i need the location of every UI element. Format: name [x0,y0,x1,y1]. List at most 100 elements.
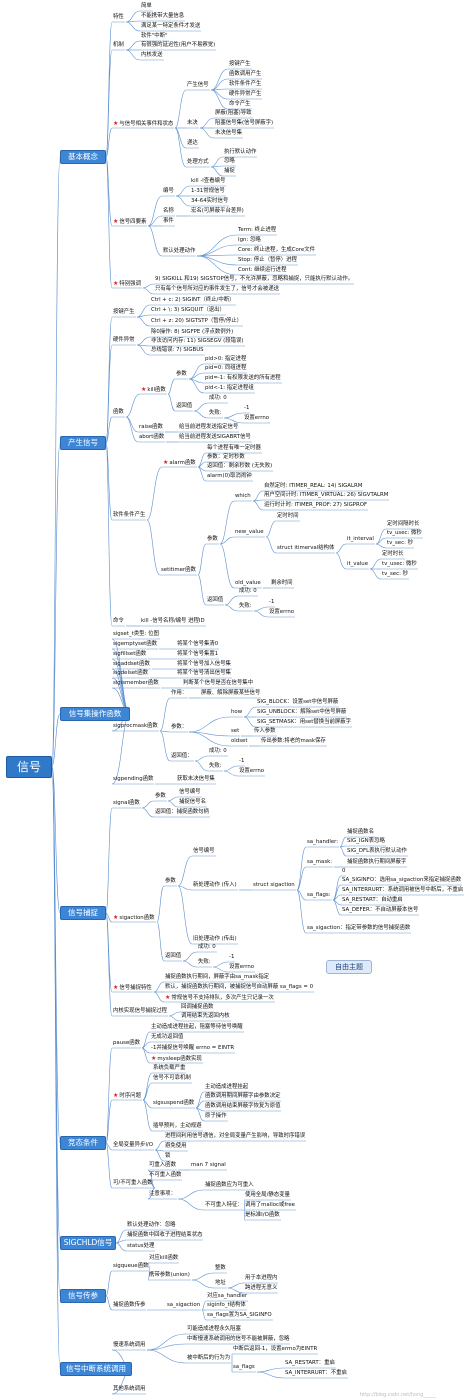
mindmap-node[interactable]: 传出参数:将老的mask保存 [260,738,327,745]
mindmap-node[interactable]: 成功: 0 [208,395,228,402]
mindmap-node[interactable]: 跨进程无意义 [244,1285,278,1292]
mindmap-node[interactable]: 参数 [164,878,177,885]
mindmap-node[interactable]: 参数 [206,536,219,543]
mindmap-node[interactable]: Cont: 继续运行进程 [237,267,287,274]
mindmap-node[interactable]: SA_DEFER：不自动屏蔽本信号 [341,907,419,914]
mindmap-node[interactable]: it_interval [346,536,375,543]
mindmap-node[interactable]: sa_sigaction [166,1302,201,1309]
mindmap-node[interactable]: 自然定时: ITIMER_REAL: 14) SIGALRM [263,483,363,490]
mindmap-node[interactable]: 原子操作 [204,1113,228,1120]
mindmap-node[interactable]: 捕捉函数应为可重入 [204,1182,255,1189]
mindmap-node[interactable]: SIG_DFL表执行默认动作 [346,848,408,855]
mindmap-node[interactable]: Term: 终止进程 [237,227,277,234]
mindmap-node[interactable]: struct itimerval结构体 [276,545,335,552]
mindmap-node[interactable]: 参数 [175,371,188,378]
mindmap-node[interactable]: siginfo_t结构体 [206,1302,247,1309]
mindmap-node[interactable]: 可/不可重入函数 [112,1180,154,1187]
mindmap-node[interactable]: -1并捕捉信号唤醒 errno = EINTR [150,1045,235,1052]
mindmap-node[interactable]: 返回值 [206,597,224,604]
mindmap-node[interactable]: 避免使用 [164,1143,188,1150]
mindmap-node[interactable]: 不能携带大量信息 [140,13,185,20]
mindmap-node[interactable]: ★mysleep函数实现 [150,1055,203,1063]
mindmap-node[interactable]: 整数 [214,1265,227,1272]
mindmap-node[interactable]: 成功: 0 [208,748,228,755]
mindmap-node[interactable]: tv_usec: 微秒 [386,530,423,537]
mindmap-node[interactable]: how [230,709,243,716]
mindmap-node[interactable]: sigismember函数 [112,680,160,687]
mindmap-node[interactable]: man 7 signal [190,1162,227,1169]
mindmap-node[interactable]: 未决信号集 [214,130,243,137]
mindmap-node[interactable]: 函数 [112,409,125,416]
mindmap-node[interactable]: 设置errno [228,964,255,971]
mindmap-node[interactable]: 屏蔽(阻塞)导致 [214,110,253,117]
mindmap-node[interactable]: 中断慢速系统调用的信号不能被屏蔽，忽略 [186,1336,290,1343]
mindmap-node[interactable]: 设置errno [238,768,265,775]
mindmap-node[interactable]: struct sigaction [252,882,296,889]
mindmap-node[interactable]: 回调捕捉函数 [180,1004,214,1011]
mindmap-node[interactable]: 失败: [238,603,253,610]
mindmap-node[interactable]: 地址 [214,1280,227,1287]
mindmap-node[interactable]: 未决 [186,120,199,127]
mindmap-node[interactable]: sigaddset函数 [112,661,151,668]
mindmap-node[interactable]: 注意事项： [148,1191,177,1198]
mindmap-node[interactable]: 用于本进程内 [244,1275,278,1282]
mindmap-node[interactable]: Ctrl + c: 2) SIGINT（终止/中断） [150,297,236,304]
mindmap-node[interactable]: 宏名(可屏蔽平台差异) [190,208,245,215]
mindmap-node[interactable]: SA_RESTART：重启 [284,1360,336,1367]
mindmap-node[interactable]: SIG_IGN表忽略 [346,838,386,845]
mindmap-node[interactable]: -1 [228,954,235,961]
mindmap-node[interactable]: 设置errno [243,415,270,422]
mindmap-node[interactable]: ★常规信号不支持排队，多次产生只记录一次 [164,994,275,1002]
mindmap-node[interactable]: 锁 [164,1153,171,1160]
mindmap-node[interactable]: 返回值 [175,403,193,410]
mindmap-node[interactable]: Ign: 忽略 [237,237,262,244]
mindmap-node[interactable]: 判断某个信号是否在信号集中 [182,680,254,687]
category-basic-concepts[interactable]: 基本概念 [60,150,106,164]
mindmap-node[interactable]: 携带参数(union) [148,1272,191,1279]
mindmap-node[interactable]: Ctrl + z: 20) SIGTSTP（暂停/停止） [150,318,243,325]
mindmap-node[interactable]: 可能造成进程永久阻塞 [186,1326,242,1333]
mindmap-node[interactable]: 按键产生 [112,309,136,316]
mindmap-node[interactable]: set [230,728,240,735]
mindmap-node[interactable]: SIG_BLOCK：设置set中信号屏蔽 [256,699,339,706]
mindmap-node[interactable]: -1 [238,758,245,765]
mindmap-node[interactable]: SA_INTERRURT：不重启 [284,1370,348,1377]
mindmap-node[interactable]: 满足某一特定条件才发送 [140,23,201,30]
mindmap-node[interactable]: tv_sec: 秒 [381,571,409,578]
mindmap-node[interactable]: sigsuspend函数 [152,1100,195,1107]
mindmap-node[interactable]: signal函数 [112,800,141,807]
category-sigchld[interactable]: SIGCHLD信号 [60,1236,116,1250]
mindmap-node[interactable]: tv_usec: 微秒 [381,561,418,568]
mindmap-node[interactable]: 默认，捕捉函数执行期间，被捕捉信号自动屏蔽 sa_flags = 0 [164,984,314,991]
mindmap-node[interactable]: 事件 [162,218,175,225]
mindmap-node[interactable]: 失败: [208,763,223,770]
mindmap-node[interactable]: oldset [230,738,248,745]
mindmap-node[interactable]: SA_SIGINFO：选用sa_sigaction来指定捕捉函数 [341,877,462,884]
category-generate-signals[interactable]: 产生信号 [60,436,106,450]
mindmap-node[interactable]: 默认处理动作：忽略 [126,1222,177,1229]
mindmap-node[interactable]: 获取未决信号集 [176,776,216,783]
mindmap-node[interactable]: 名称 [162,208,175,215]
mindmap-node[interactable]: pause函数 [112,1040,141,1047]
mindmap-node[interactable]: 忽略 [223,158,236,165]
category-signal-params[interactable]: 信号传参 [60,1289,106,1303]
mindmap-node[interactable]: 信号不可靠机制 [152,1075,192,1082]
mindmap-node[interactable]: 中断后返回-1，设置errno为EINTR [232,1346,318,1353]
mindmap-node[interactable]: status处理 [126,1243,155,1250]
mindmap-node[interactable]: old_value [234,580,262,587]
mindmap-node[interactable]: 将某个信号集置1 [176,651,219,658]
mindmap-node[interactable]: 执行默认动作 [223,149,257,156]
mindmap-node[interactable]: 除0操作: 8) SIGFPE (浮点数例外) [150,329,234,336]
mindmap-node[interactable]: 捕捉 [223,168,236,175]
mindmap-node[interactable]: sigqueue函数 [112,1263,149,1270]
mindmap-node[interactable]: 返回值：捕捉函数句柄 [154,809,210,816]
mindmap-node[interactable]: 其他系统调用 [112,1386,146,1393]
mindmap-node[interactable]: 剩余时间 [270,580,294,587]
mindmap-node[interactable]: 捕捉函数执行期间，屏蔽字由sa_mask指定 [164,974,270,981]
mindmap-node[interactable]: sigpending函数 [112,776,154,783]
mindmap-node[interactable]: it_value [346,561,369,568]
mindmap-node[interactable]: 不可重入特征： [204,1202,244,1209]
root-topic[interactable]: 信号 [6,756,52,778]
mindmap-node[interactable]: 默认处理动作 [162,248,196,255]
mindmap-node[interactable]: 软件"中断" [140,33,169,40]
